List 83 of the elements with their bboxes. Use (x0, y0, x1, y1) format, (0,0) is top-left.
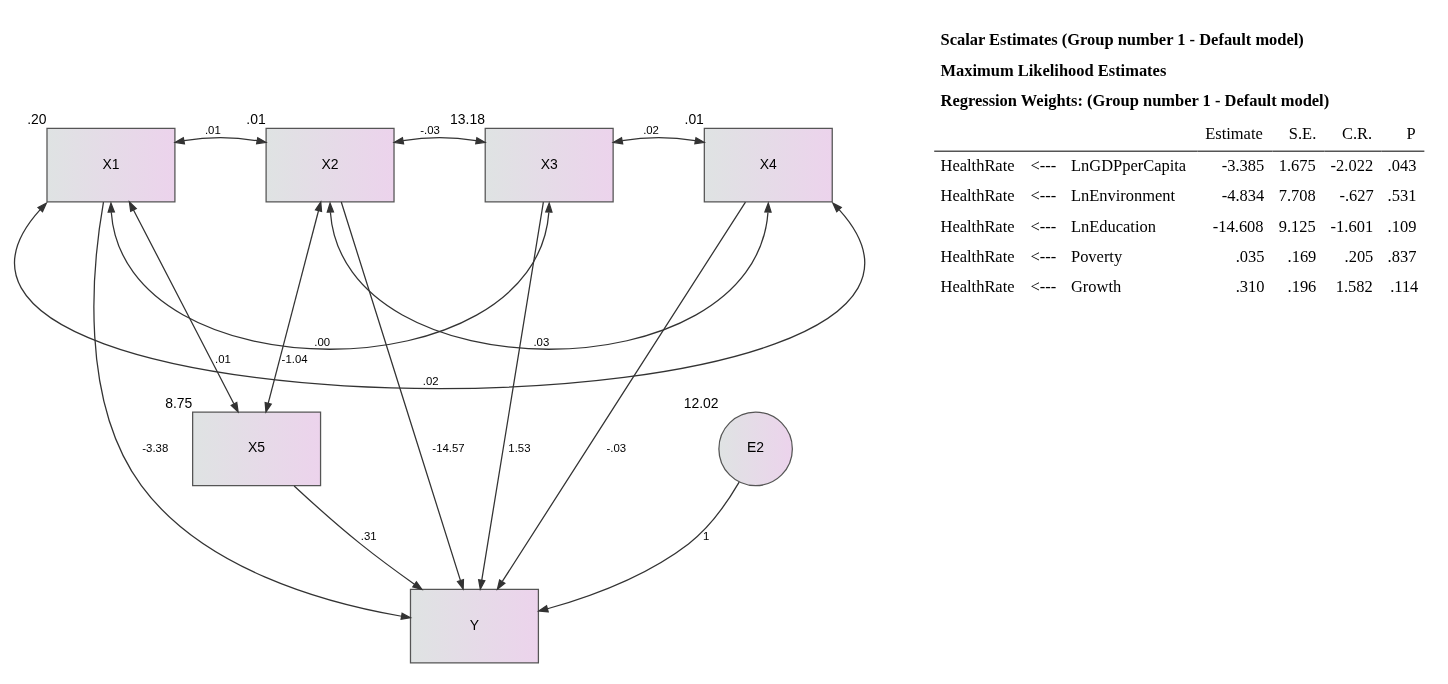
label: P (1406, 123, 1416, 143)
edge-label: -.03 (606, 441, 627, 454)
label: -2.022 (1330, 155, 1374, 175)
label: Regression Weights: (Group number 1 - Default model) (940, 90, 1330, 110)
edge-label: 1.53 (508, 441, 531, 454)
arrow (293, 484, 424, 591)
edge-label: -.03 (420, 123, 440, 136)
label: HealthRate (940, 185, 1015, 205)
label: LnEducation (1070, 216, 1156, 236)
edge-label: .02 (422, 374, 439, 387)
label: .837 (1387, 246, 1417, 266)
label: -3.385 (1221, 155, 1265, 175)
arrow (340, 200, 465, 591)
label: -4.834 (1221, 185, 1265, 205)
label: .109 (1387, 216, 1417, 236)
edge-label: .01 (215, 352, 231, 365)
label: <--- (1030, 246, 1057, 266)
label: .531 (1387, 185, 1417, 205)
label: <--- (1030, 155, 1057, 175)
label: .035 (1235, 246, 1265, 266)
node-label: .01 (684, 110, 704, 127)
node-label: .20 (27, 110, 47, 127)
label: -.627 (1339, 185, 1374, 205)
arrow (173, 136, 268, 145)
label: .043 (1387, 155, 1417, 175)
edge-label: -14.57 (432, 441, 465, 454)
label: .114 (1390, 276, 1419, 296)
label: .310 (1235, 276, 1265, 296)
arrow (536, 481, 740, 612)
label: HealthRate (940, 246, 1015, 266)
arrow (477, 200, 544, 591)
node-label: 8.75 (165, 394, 193, 411)
label: <--- (1030, 276, 1057, 296)
node-box: X3 (484, 127, 614, 203)
label: HealthRate (940, 155, 1015, 175)
arrow (392, 136, 487, 145)
label: LnEnvironment (1070, 185, 1176, 205)
edge-label: -1.04 (281, 352, 308, 365)
label: S.E. (1288, 123, 1317, 143)
arrow (496, 200, 747, 591)
label: 1.582 (1335, 276, 1373, 296)
node-box: X5 (192, 411, 322, 486)
edge-label: .00 (314, 335, 331, 348)
edge-label: .03 (533, 335, 550, 348)
label: 1.675 (1278, 155, 1316, 175)
label: .169 (1287, 246, 1317, 266)
node-box: X4 (703, 127, 833, 203)
node-circle: E2 (718, 411, 793, 486)
label: Poverty (1070, 246, 1123, 266)
arrow (13, 201, 866, 389)
label: <--- (1030, 216, 1057, 236)
label: Scalar Estimates (Group number 1 - Default model) (940, 29, 1304, 49)
label: Maximum Likelihood Estimates (940, 60, 1167, 80)
label: HealthRate (940, 216, 1015, 236)
arrow (264, 199, 323, 414)
node-label: 13.18 (450, 110, 485, 127)
arrow (611, 136, 707, 145)
label: Estimate (1205, 123, 1263, 143)
arrow (107, 200, 553, 350)
label: -1.601 (1330, 216, 1374, 236)
edge-label: .01 (204, 123, 221, 136)
arrow (93, 201, 413, 620)
label: 7.708 (1278, 185, 1316, 205)
node-label: 12.02 (683, 394, 719, 411)
node-box: Y (409, 588, 540, 664)
label: C.R. (1342, 123, 1373, 143)
label: 9.125 (1278, 216, 1316, 236)
node-box: X2 (265, 127, 395, 203)
label: .196 (1287, 276, 1317, 296)
node-box: X1 (46, 127, 176, 203)
edge-label: 1 (703, 529, 710, 542)
label: HealthRate (940, 276, 1015, 296)
arrow (128, 199, 239, 414)
label: Growth (1070, 276, 1122, 296)
edge-label: -3.38 (142, 441, 169, 454)
edge-label: .31 (360, 529, 377, 542)
label: .205 (1344, 246, 1374, 266)
edge-label: .02 (643, 123, 659, 136)
node-label: .01 (246, 110, 266, 127)
label: <--- (1030, 185, 1057, 205)
label: -14.608 (1212, 216, 1264, 236)
label: LnGDPperCapita (1070, 155, 1187, 175)
arrow (326, 200, 772, 350)
